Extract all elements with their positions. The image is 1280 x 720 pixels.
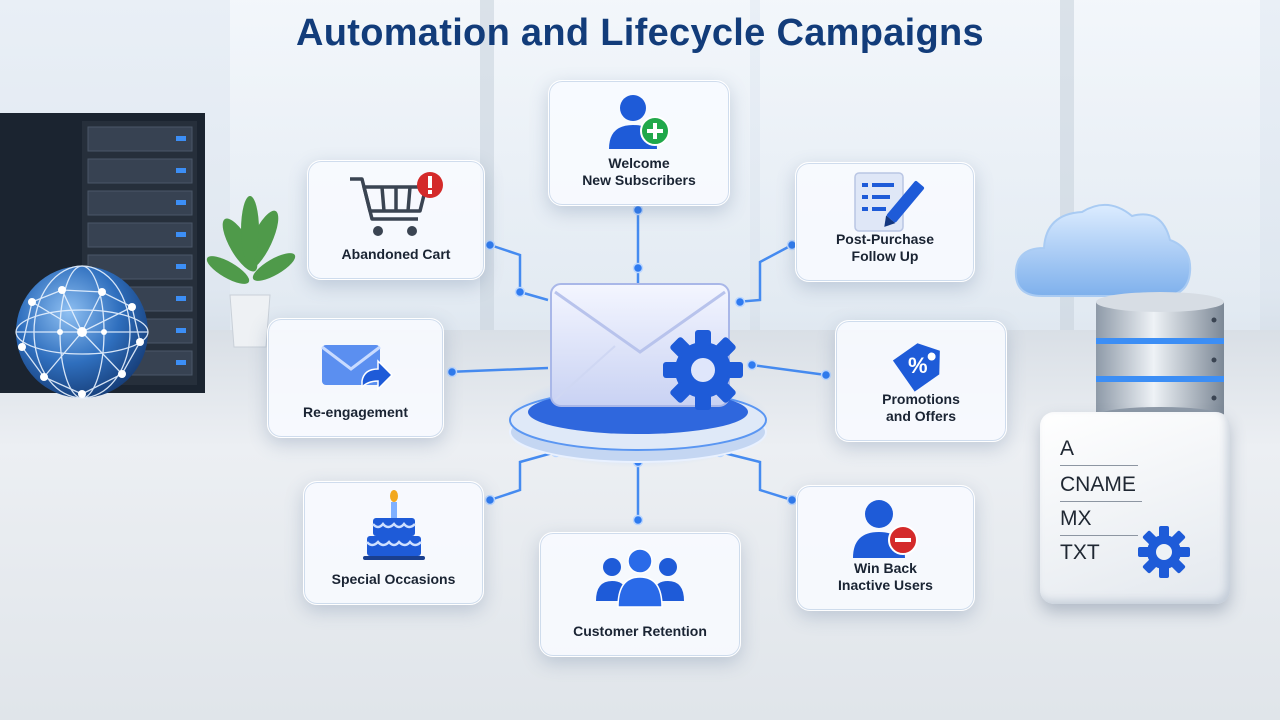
server-status-light	[176, 200, 186, 205]
card-post-purchase-follow-up[interactable]: Post-Purchase Follow Up	[795, 162, 975, 282]
server-slot	[87, 158, 193, 184]
card-label: Post-Purchase	[835, 231, 935, 247]
dns-records-panel: A CNAME MX TXT	[1040, 412, 1230, 604]
dns-record-cname: CNAME	[1060, 470, 1142, 502]
connector-abandoned-cart	[489, 243, 549, 302]
server-status-light	[176, 360, 186, 365]
dns-record-txt: TXT	[1060, 541, 1100, 564]
connector-node	[484, 239, 496, 251]
card-label: Follow Up	[851, 248, 919, 264]
card-special-occasions[interactable]: Special Occasions	[303, 481, 484, 605]
server-slot	[87, 222, 193, 248]
card-label: New Subscribers	[582, 172, 696, 188]
central-email-hub	[506, 283, 770, 468]
connector-node	[484, 494, 496, 506]
cloud-illustration	[1014, 204, 1192, 297]
card-customer-retention[interactable]: Customer Retention	[539, 532, 741, 657]
dns-record-mx: MX	[1060, 504, 1138, 536]
server-status-light	[176, 232, 186, 237]
card-label: Abandoned Cart	[341, 246, 451, 262]
card-label: and Offers	[885, 408, 956, 424]
user-add-icon	[609, 95, 670, 149]
card-label: Re-engagement	[302, 404, 409, 420]
connector-node	[746, 359, 758, 371]
connector-win-back	[719, 450, 793, 502]
user-remove-icon	[852, 500, 918, 558]
card-label: Customer Retention	[573, 623, 707, 639]
connector-special-occasions	[489, 450, 557, 502]
server-status-light	[176, 296, 186, 301]
card-label: Special Occasions	[331, 571, 456, 587]
server-status-light	[176, 328, 186, 333]
connector-promotions	[751, 363, 827, 377]
connector-node	[514, 286, 526, 298]
connector-node	[734, 296, 746, 308]
connector-node	[632, 204, 644, 216]
connector-node	[632, 262, 644, 274]
connector-post-purchase	[735, 243, 793, 304]
server-status-light	[176, 264, 186, 269]
card-welcome-new-subscribers[interactable]: Welcome New Subscribers	[548, 80, 730, 206]
card-re-engagement[interactable]: Re-engagement	[267, 318, 444, 438]
card-win-back-inactive-users[interactable]: Win Back Inactive Users	[796, 485, 975, 611]
gear-icon	[1138, 526, 1190, 578]
card-abandoned-cart[interactable]: Abandoned Cart	[307, 160, 485, 280]
card-label: Welcome	[608, 155, 670, 171]
birthday-cake-icon	[362, 490, 425, 560]
gear-icon	[663, 330, 743, 410]
connector-node	[632, 514, 644, 526]
user-group-icon	[596, 548, 684, 608]
network-globe-illustration	[15, 265, 149, 399]
page-title: Automation and Lifecycle Campaigns	[296, 12, 984, 54]
server-status-light	[176, 136, 186, 141]
dns-record-a: A	[1060, 434, 1138, 466]
server-status-light	[176, 168, 186, 173]
card-label: Promotions	[882, 391, 960, 407]
svg-text:%: %	[908, 353, 928, 378]
card-label: Win Back	[854, 560, 917, 576]
server-slot	[87, 190, 193, 216]
mail-forward-icon	[320, 345, 393, 391]
shopping-cart-alert-icon	[350, 172, 443, 236]
card-promotions-and-offers[interactable]: % Promotions and Offers	[835, 320, 1007, 442]
connector-re-engagement	[446, 366, 549, 374]
card-label: Inactive Users	[838, 577, 933, 593]
connector-node	[446, 366, 458, 378]
document-edit-icon	[854, 172, 925, 232]
potted-plant-illustration	[206, 196, 296, 348]
server-slot	[87, 126, 193, 152]
percent-tag-icon: %	[892, 343, 940, 392]
connector-node	[820, 369, 832, 381]
